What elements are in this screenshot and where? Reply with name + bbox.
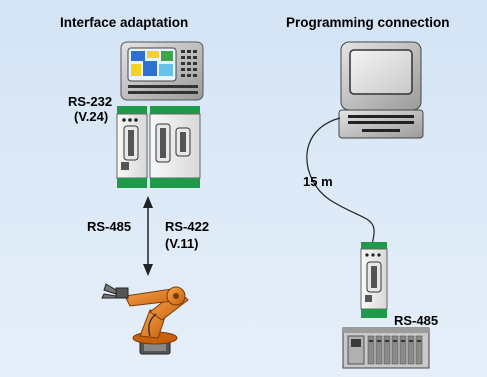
label-rs422: RS-422 [165,219,209,234]
programming-cable [306,117,375,245]
converter-module-small [116,106,148,188]
label-v24: (V.24) [74,109,108,124]
programming-terminal-icon [338,41,424,139]
label-cable-length: 15 m [303,174,333,189]
label-rs485-right: RS-485 [394,313,438,328]
converter-module-wide [149,106,201,188]
industrial-robot-icon [101,283,189,355]
title-interface-adaptation: Interface adaptation [60,15,188,30]
bidirectional-arrow [143,196,153,276]
label-rs485-left: RS-485 [87,219,131,234]
label-rs232: RS-232 [68,94,112,109]
left-pc-icon [120,41,204,101]
plc-rack-icon [342,327,430,369]
converter-module-right [360,242,388,318]
label-v11: (V.11) [165,236,199,251]
title-programming-connection: Programming connection [286,15,450,30]
